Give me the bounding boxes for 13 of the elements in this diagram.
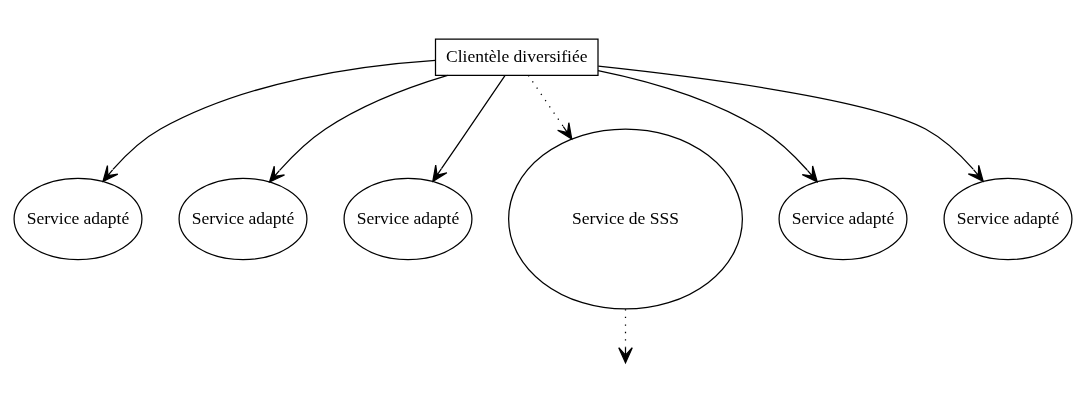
node-ellipse: Service adapté [13, 177, 143, 260]
arrow [597, 65, 984, 182]
node-ellipse: Service adapté [943, 177, 1073, 260]
node-ellipse: Service adapté [778, 177, 908, 260]
arrow [597, 69, 818, 182]
arrow [268, 74, 449, 183]
arrow [432, 74, 506, 182]
node-ellipse: Service de SSS [508, 127, 743, 310]
node-ellipse: Service adapté [178, 177, 308, 260]
arrow [527, 74, 573, 140]
arrow [102, 59, 437, 182]
node-box: Clientèle diversifiée [434, 37, 599, 76]
node-ellipse: Service adapté [343, 177, 473, 260]
